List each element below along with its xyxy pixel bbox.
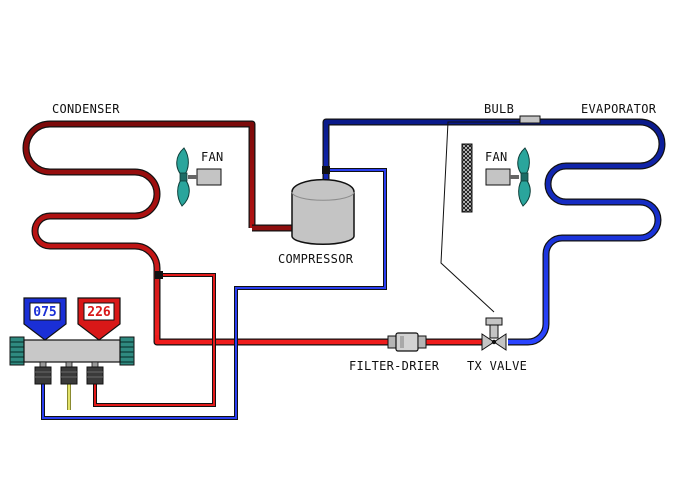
evaporator-fan: [485, 147, 531, 207]
fan-blade-icon: [517, 147, 530, 178]
fan-blade-icon: [176, 147, 189, 178]
evaporator-label: EVAPORATOR: [581, 102, 657, 116]
capillary-tube: [440, 121, 527, 313]
low-side-gauge: 075: [23, 297, 67, 341]
sensing-bulb: [519, 115, 541, 124]
tx-valve: [440, 115, 541, 351]
condenser-coil: [22, 120, 256, 335]
evaporator-coil: [322, 118, 666, 346]
air-filter-grille: [461, 143, 473, 213]
manifold-gauge-set: 075 226: [9, 297, 135, 385]
high-side-reading: 226: [87, 305, 111, 320]
fan-blade-icon: [177, 176, 190, 207]
condenser-fan: [176, 147, 222, 207]
manifold-body: [23, 339, 121, 363]
high-side-service-port: [155, 271, 163, 279]
low-side-hose-fitting: [34, 361, 52, 385]
left-valve-knob[interactable]: [9, 336, 25, 366]
filter-drier: [387, 332, 427, 352]
right-valve-knob[interactable]: [119, 336, 135, 366]
compressor-label: COMPRESSOR: [278, 252, 354, 266]
high-side-gauge: 226: [77, 297, 121, 341]
bulb-label: BULB: [484, 102, 514, 116]
high-side-hose-fitting: [86, 361, 104, 385]
condenser-label: CONDENSER: [52, 102, 120, 116]
low-side-reading: 075: [33, 305, 56, 320]
compressor: [291, 178, 355, 245]
fan-blade-icon: [518, 176, 531, 207]
filter-drier-label: FILTER-DRIER: [349, 359, 440, 373]
fan-left-label: FAN: [201, 150, 224, 164]
tx-valve-label: TX VALVE: [467, 359, 527, 373]
center-hose-fitting: [60, 361, 78, 385]
fan-right-label: FAN: [485, 150, 508, 164]
low-side-service-port: [322, 166, 330, 174]
gauge-hoses: [41, 168, 387, 420]
liquid-line: [153, 335, 484, 346]
